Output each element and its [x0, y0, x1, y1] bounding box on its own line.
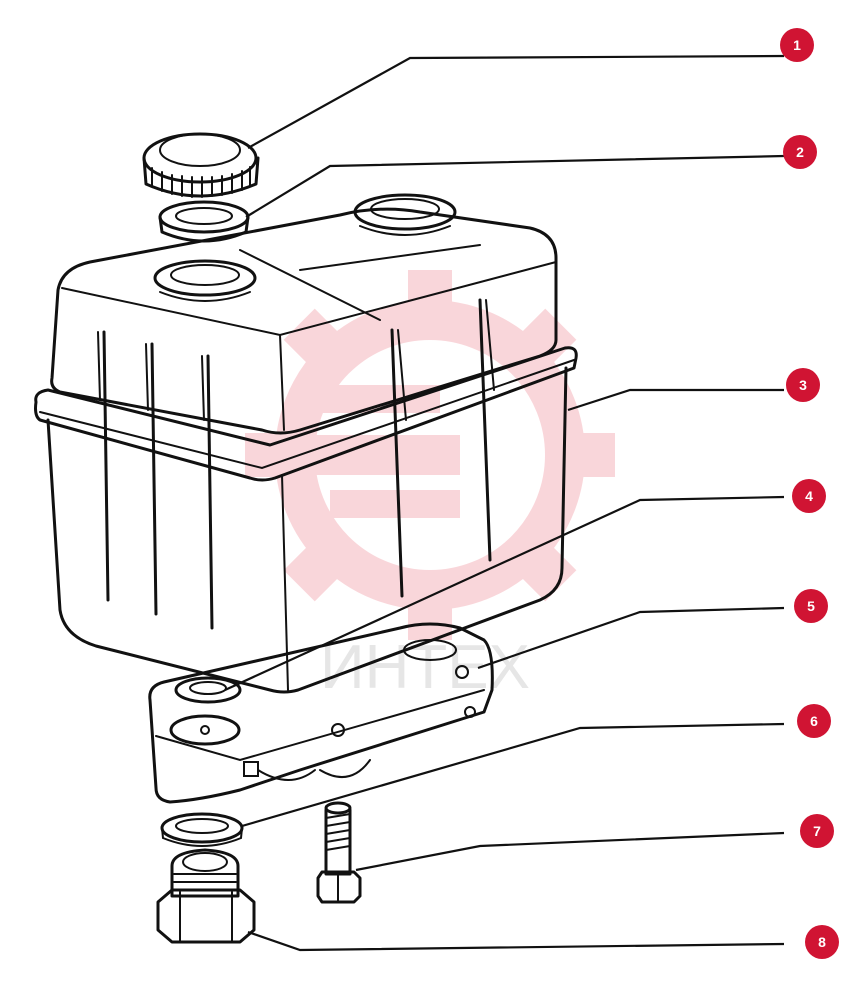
callout-7-label: 7: [813, 823, 821, 839]
leader-5: [477, 606, 785, 670]
callout-5-label: 5: [807, 598, 815, 614]
leader-2: [245, 154, 785, 218]
part-1-cap: [142, 132, 260, 198]
callout-2-label: 2: [796, 144, 804, 160]
callout-6-label: 6: [810, 713, 818, 729]
part-6-seal: [160, 812, 244, 847]
leader-8: [247, 930, 785, 952]
leader-1: [247, 54, 785, 149]
callout-6: 6: [797, 704, 831, 738]
callout-5: 5: [794, 589, 828, 623]
callout-4: 4: [792, 479, 826, 513]
callout-8: 8: [805, 925, 839, 959]
leader-3: [567, 388, 784, 412]
leader-6: [241, 722, 785, 828]
callout-3: 3: [786, 368, 820, 402]
callout-7: 7: [800, 814, 834, 848]
leader-4: [224, 495, 785, 692]
callout-8-label: 8: [818, 934, 826, 950]
leader-7: [355, 831, 785, 872]
callout-1: 1: [780, 28, 814, 62]
leader-lines: [224, 54, 785, 952]
callout-1-label: 1: [793, 37, 801, 53]
part-8-fitting: [156, 848, 256, 944]
callout-2: 2: [783, 135, 817, 169]
part-7-bolt: [316, 801, 362, 904]
callout-4-label: 4: [805, 488, 813, 504]
callout-3-label: 3: [799, 377, 807, 393]
part-5-bracket: [148, 622, 494, 804]
